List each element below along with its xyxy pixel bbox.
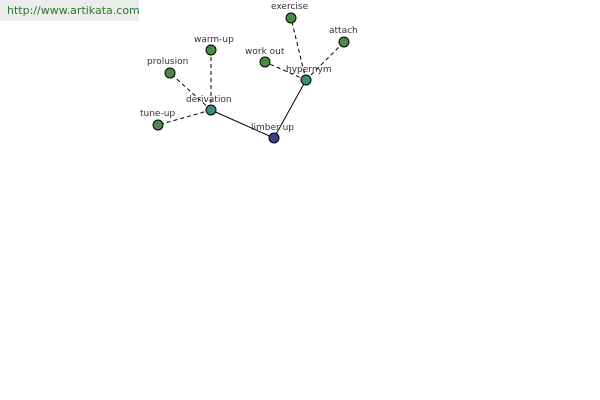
node-limber-up-label: limber up — [251, 123, 294, 133]
node-derivation-circle[interactable] — [205, 104, 217, 116]
node-hypernym[interactable]: hypernym — [286, 65, 332, 86]
edge-derivation-to-tune-up — [157, 109, 212, 126]
node-attach-label: attach — [329, 26, 358, 36]
node-hypernym-label: hypernym — [286, 65, 332, 75]
edges-layer — [157, 17, 345, 139]
nodes-layer: limber up derivation hypernym warm-up prolus… — [140, 2, 358, 144]
node-exercise[interactable]: exercise — [271, 2, 309, 24]
site-url-link[interactable]: http://www.artikata.com — [0, 0, 140, 21]
node-attach[interactable]: attach — [329, 26, 358, 48]
node-exercise-circle[interactable] — [285, 12, 297, 24]
node-hypernym-circle[interactable] — [300, 74, 312, 86]
node-prolusion[interactable]: prolusion — [147, 57, 188, 79]
node-prolusion-label: prolusion — [147, 57, 188, 67]
edge-limber-up-to-derivation — [210, 109, 275, 139]
node-limber-up[interactable]: limber up — [251, 123, 294, 144]
node-limber-up-circle[interactable] — [268, 132, 280, 144]
edge-hypernym-to-exercise — [290, 17, 307, 81]
node-attach-circle[interactable] — [338, 36, 350, 48]
edge-derivation-to-prolusion — [169, 72, 212, 111]
node-exercise-label: exercise — [271, 2, 309, 12]
node-derivation[interactable]: derivation — [186, 95, 232, 116]
node-work-out-label: work out — [245, 47, 285, 57]
edge-hypernym-to-work-out — [264, 61, 307, 81]
node-warm-up-label: warm-up — [194, 35, 234, 45]
node-warm-up-circle[interactable] — [205, 44, 217, 56]
node-tune-up[interactable]: tune-up — [140, 109, 175, 131]
node-warm-up[interactable]: warm-up — [194, 35, 234, 56]
node-work-out-circle[interactable] — [259, 56, 271, 68]
edge-hypernym-to-attach — [305, 41, 345, 81]
node-work-out[interactable]: work out — [245, 47, 285, 68]
edge-limber-up-to-hypernym — [273, 79, 307, 139]
node-tune-up-label: tune-up — [140, 109, 175, 119]
node-prolusion-circle[interactable] — [164, 67, 176, 79]
node-derivation-label: derivation — [186, 95, 232, 105]
node-tune-up-circle[interactable] — [152, 119, 164, 131]
